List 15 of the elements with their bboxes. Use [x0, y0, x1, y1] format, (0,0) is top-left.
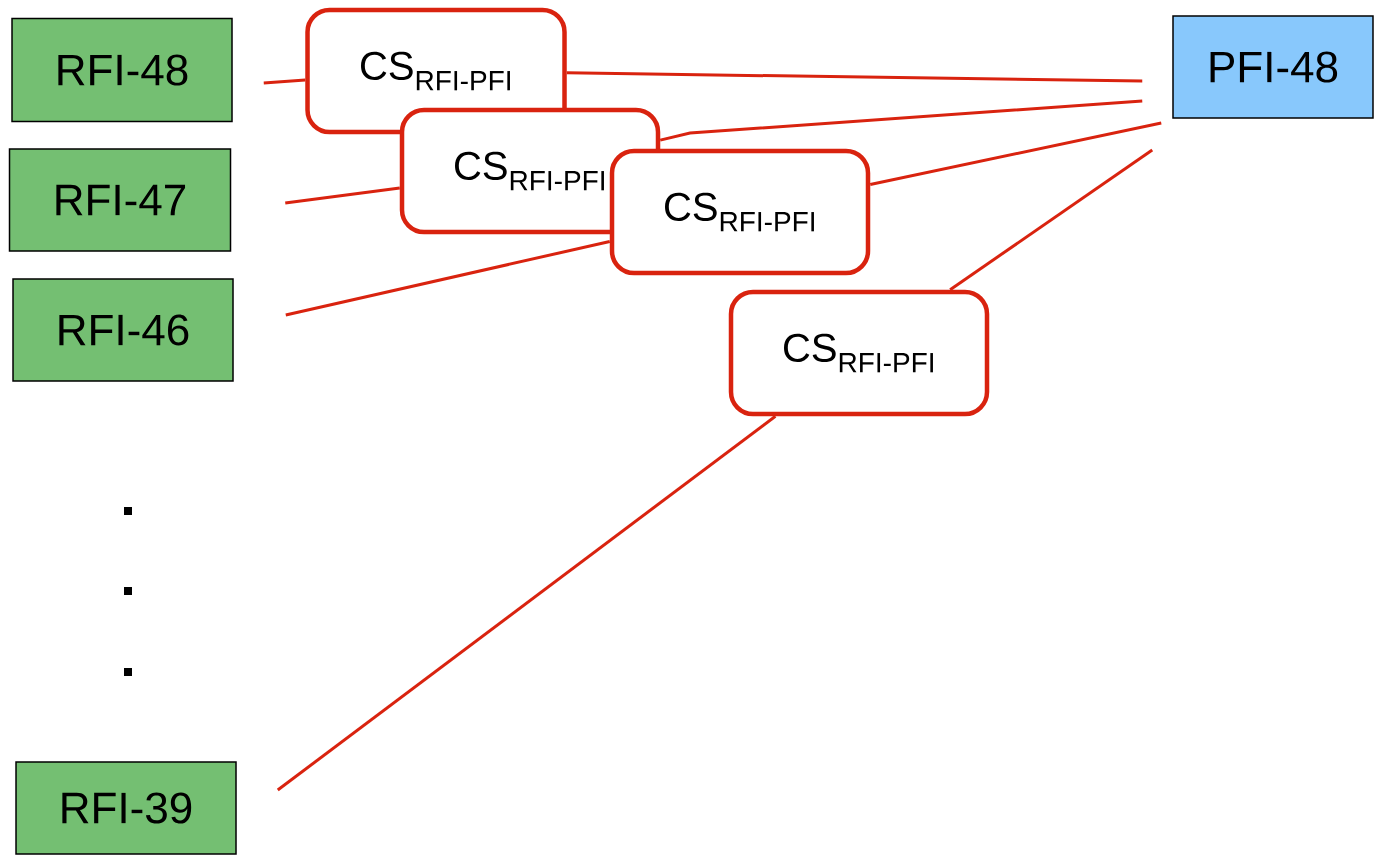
connector-line — [263, 78, 306, 85]
rounded-box: CS$_{RFI-PFI}$ — [609, 148, 871, 276]
process-box: PFI-48 — [1172, 15, 1374, 119]
connector-line — [869, 121, 1162, 187]
connector-line — [276, 415, 777, 792]
connector-line — [949, 148, 1154, 291]
connector-line — [566, 71, 1143, 83]
process-box: RFI-39 — [15, 761, 237, 855]
connector-line — [285, 186, 400, 205]
connector-line — [659, 99, 1143, 142]
rounded-box: CS$_{RFI-PFI}$ — [728, 289, 990, 417]
process-box: RFI-48 — [11, 17, 233, 123]
process-box: RFI-47 — [8, 148, 232, 252]
process-box: RFI-46 — [12, 278, 234, 382]
connector-line — [285, 240, 611, 317]
